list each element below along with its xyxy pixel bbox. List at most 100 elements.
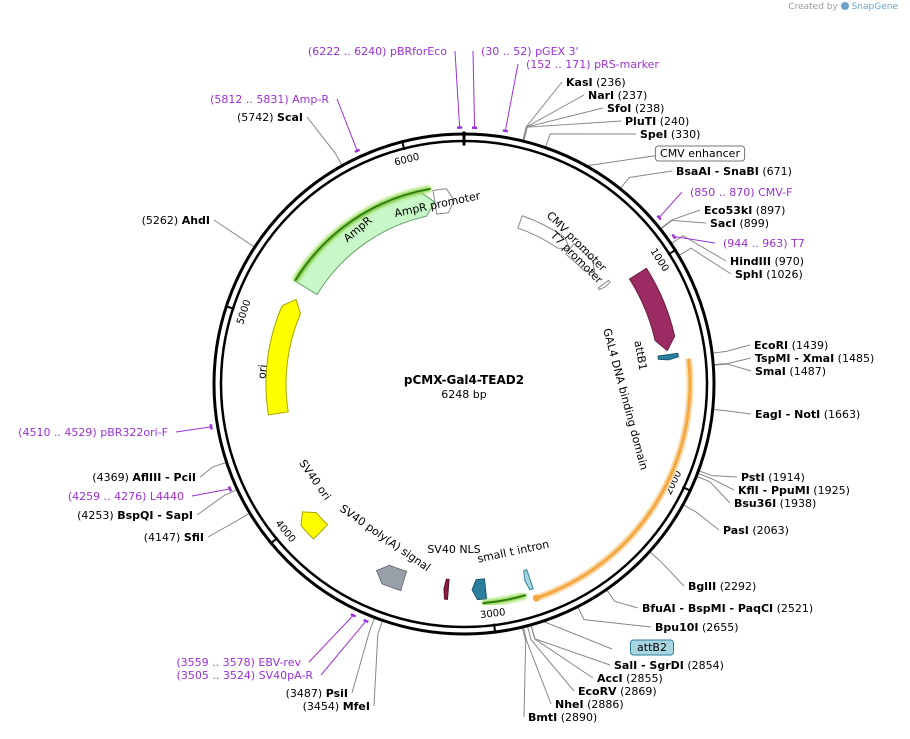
primer-leader: [309, 615, 353, 662]
primer-label-t7: (944 .. 963) T7: [723, 237, 805, 250]
primer-leader: [455, 51, 460, 128]
site-name: SfoI: [607, 102, 631, 115]
primer-label-prs-marker: (152 .. 171) pRS-marker: [526, 58, 659, 71]
site-position: (1925): [810, 484, 850, 497]
site-label-afliii-pcii: (4369) AflIII - PciI: [92, 471, 196, 484]
site-name: EcoRV: [578, 685, 617, 698]
primer-range: (4510 .. 4529): [18, 426, 100, 439]
site-leader: [307, 117, 343, 167]
primer-label-sv40pa-r: (3505 .. 3524) SV40pA-R: [177, 669, 314, 682]
site-label-bglii: BglII (2292): [688, 580, 756, 593]
primer-range: (3559 .. 3578): [176, 656, 258, 669]
primer-label-pbrforeco: (6222 .. 6240) pBRforEco: [308, 45, 447, 58]
site-name: SfiI: [184, 531, 204, 544]
site-position: (671): [759, 165, 792, 178]
site-leader: [712, 358, 751, 365]
site-position: (238): [631, 102, 664, 115]
primer-range: (3505 .. 3524): [177, 669, 259, 682]
site-position: (5742): [237, 111, 277, 124]
site-leader: [712, 364, 751, 371]
sv40-polya-arrow: [377, 565, 407, 590]
primer-range: (4259 .. 4276): [68, 490, 150, 503]
site-leader: [682, 504, 719, 530]
site-label-scai: (5742) ScaI: [237, 111, 303, 124]
site-leader: [200, 462, 228, 477]
tick-label: 6000: [393, 152, 420, 169]
site-label-psti: PstI (1914): [741, 471, 805, 484]
site-label-ecorv: EcoRV (2869): [578, 685, 657, 698]
tead2-arrowhead-icon: [533, 595, 540, 602]
site-name: NheI: [555, 698, 584, 711]
site-label-psii: (3487) PsiI: [286, 687, 348, 700]
primer-mark: [351, 614, 356, 616]
site-leader: [522, 82, 562, 142]
primer-name: L4440: [150, 490, 184, 503]
boxed-label-attb2: attB2: [637, 641, 667, 654]
primer-range: (30 .. 52): [481, 45, 535, 58]
site-label-sali-sgrdi: SalI - SgrDI (2854): [614, 659, 724, 672]
attb1-arrow: [658, 353, 678, 360]
site-label-sfii: (4147) SfiI: [144, 531, 204, 544]
primer-label-amp-r: (5812 .. 5831) Amp-R: [210, 93, 329, 106]
site-name: PasI: [723, 524, 749, 537]
site-name: Bpu10I: [655, 621, 699, 634]
site-name: BsaAI - SnaBI: [676, 165, 759, 178]
feature-label-sv40-ori: SV40 ori: [296, 457, 333, 502]
site-position: (2292): [716, 580, 756, 593]
site-label-nari: NarI (237): [588, 89, 647, 102]
site-name: BglII: [688, 580, 716, 593]
site-name: AflIII - PciI: [132, 471, 196, 484]
small-t-intron-arrow: [472, 579, 486, 600]
tick-label: 5000: [235, 298, 253, 326]
site-label-spei: SpeI (330): [640, 128, 700, 141]
site-position: (2890): [557, 711, 597, 724]
site-name: BmtI: [528, 711, 557, 724]
site-name: Eco53kI: [704, 204, 752, 217]
site-label-bfuai-bspmi-paqci: BfuAI - BspMI - PaqCI (2521): [642, 602, 813, 615]
site-leader: [523, 95, 584, 143]
site-name: NarI: [588, 89, 614, 102]
primer-leader: [473, 51, 475, 128]
site-label-eagi-noti: EagI - NotI (1663): [755, 408, 860, 421]
site-position: (1938): [776, 497, 816, 510]
site-label-ecori: EcoRI (1439): [754, 339, 828, 352]
site-name: SphI: [735, 268, 763, 281]
gal4-dbd-arrow: [630, 268, 675, 350]
site-label-bsaai-snabi: BsaAI - SnaBI (671): [676, 165, 792, 178]
site-name: PluTI: [625, 115, 656, 128]
site-leader: [659, 220, 706, 230]
plasmid-name: pCMX-Gal4-TEAD2: [404, 373, 524, 387]
site-leader: [697, 470, 737, 477]
site-leader: [522, 626, 526, 717]
site-leader: [619, 171, 672, 190]
primer-leader: [505, 64, 518, 131]
site-leader: [374, 619, 383, 706]
site-name: AhdI: [182, 214, 210, 227]
site-leader: [208, 512, 251, 537]
site-leader: [523, 625, 551, 704]
tick-label: 4000: [273, 518, 298, 545]
site-label-acci: AccI (2855): [597, 672, 663, 685]
feature-label-small-t-intron: small t intron: [476, 538, 550, 566]
site-leader: [711, 345, 750, 353]
site-label-nhei: NheI (2886): [555, 698, 624, 711]
site-position: (3487): [286, 687, 326, 700]
site-name: AccI: [597, 672, 623, 685]
site-leader: [352, 616, 375, 693]
site-label-bsu36i: Bsu36I (1938): [734, 497, 816, 510]
site-name: Bsu36I: [734, 497, 776, 510]
site-leader: [577, 605, 651, 627]
primer-leader: [192, 489, 230, 496]
boxed-leader: [584, 155, 660, 166]
site-label-hindiii: HindIII (970): [730, 255, 804, 268]
primer-name: pBR322ori-F: [100, 426, 168, 439]
site-label-eco53ki: Eco53kI (897): [704, 204, 785, 217]
primer-name: pGEX 3': [535, 45, 579, 58]
tead2-halo: [536, 359, 690, 599]
primer-name: EBV-rev: [258, 656, 301, 669]
site-label-kfli-ppumi: KflI - PpuMI (1925): [738, 484, 850, 497]
site-position: (1487): [786, 365, 826, 378]
site-name: BfuAI - BspMI - PaqCI: [642, 602, 773, 615]
